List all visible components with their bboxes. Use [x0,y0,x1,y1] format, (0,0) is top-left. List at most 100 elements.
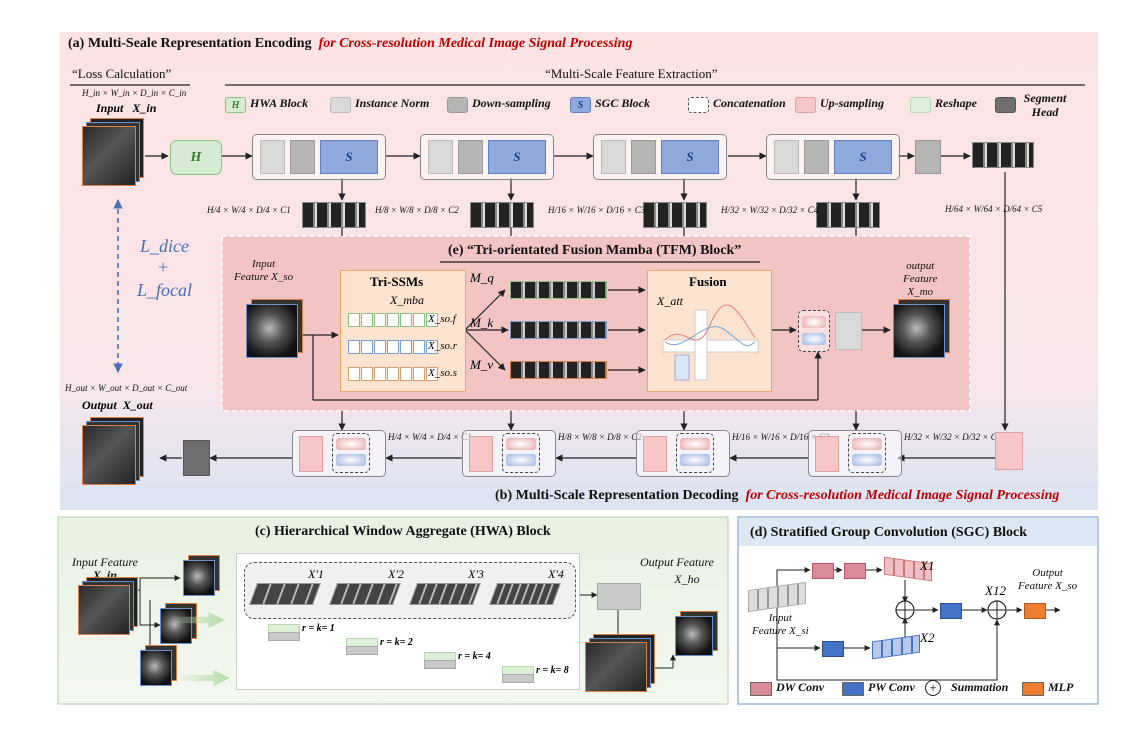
enc-sgc-3: S [661,140,719,174]
dec-upsample-4 [815,436,839,472]
hwa-branch-1 [183,560,215,596]
enc-down-4 [804,140,829,174]
enc-feature-1 [302,202,366,228]
enc-down-2 [458,140,483,174]
legend-swatch-7 [995,97,1016,113]
section-e-title: (e) “Tri-orientated Fusion Mamba (TFM) B… [448,243,742,258]
section-a-title: (a) Multi-Seale Representation Encoding … [68,36,633,51]
hwa-x-label-3: X'3 [468,567,484,581]
hwa-input-volume [78,585,130,635]
hwa-norm-4 [502,674,534,683]
enc-down-3 [631,140,656,174]
input-dims: H_in × W_in × D_in × C_in [82,88,187,98]
dec-concat-3 [676,433,714,473]
loss-dice: L_dice [140,236,189,256]
dec-dim-2: H/8 × W/8 × D/8 × C2 [558,432,642,442]
legend-swatch-2 [447,97,468,113]
loss-plus: + [158,257,169,277]
m-label-2: M_k [470,315,494,330]
legend-label-1: Instance Norm [355,96,430,110]
sgc-legend-swatch-2: + [925,680,941,696]
legend-swatch-1 [330,97,351,113]
dec-dim-1: H/4 × W/4 × D/4 × C1 [388,432,472,442]
x-mba-label: X_mba [390,293,424,307]
enc-sgc-4: S [834,140,892,174]
x-att-label: X_att [657,294,683,308]
sgc-x1-label: X1 [920,558,935,573]
sgc-legend-swatch-3 [1022,682,1044,696]
tfm-concat [798,310,830,352]
tri-ssms-title: Tri-SSMs [370,274,424,289]
m-feature-3 [510,361,607,379]
legend-label-2: Down-sampling [472,96,551,110]
enc-dim-5: H/64 × W/64 × D/64 × C5 [945,204,1043,214]
dec-concat-4 [848,433,886,473]
m-feature-1 [510,281,607,299]
legend-swatch-6 [910,97,931,113]
bottleneck-downsample [915,140,941,174]
sgc-x12-label: X12 [985,583,1006,598]
hwa-x-label-1: X'1 [308,567,324,581]
hwa-r-label-3: r = k= 4 [458,651,491,662]
ssm-row-2 [348,340,439,354]
output-dims: H_out × W_out × D_out × C_out [65,383,188,393]
sgc-pwconv-2 [940,603,962,619]
dec-concat-1 [332,433,370,473]
legend-label-5: Up-sampling [820,96,885,110]
hwa-block: H [170,140,222,175]
enc-down-1 [290,140,315,174]
output-label: Output X_out [82,398,153,412]
hwa-window-4 [488,583,562,605]
sgc-legend-label-2: Summation [951,680,1009,694]
bottleneck-feature [972,142,1034,168]
output-volume [82,425,136,485]
tfm-input-volume [246,304,298,358]
legend-label-6: Reshape [935,96,977,110]
enc-feature-2 [470,202,534,228]
enc-feature-3 [643,202,707,228]
legend-label-7: Segment Head [1023,91,1067,119]
loss-focal: L_focal [137,280,193,300]
dec-upsample-2 [469,436,493,472]
ssm-row-1 [348,313,439,327]
enc-dim-3: H/16 × W/16 × D/16 × C3 [548,205,646,215]
enc-norm-2 [428,140,453,174]
dec-upsample-3 [643,436,667,472]
bottleneck-upsample [995,432,1023,470]
enc-dim-2: H/8 × W/8 × D/8 × C2 [375,205,459,215]
fusion-graphic [662,304,759,381]
sgc-legend-label-3: MLP [1048,680,1074,694]
enc-dim-4: H/32 × W/32 × D/32 × C4 [721,205,819,215]
sgc-legend-swatch-0 [750,682,772,696]
hwa-output-volume [675,616,713,656]
section-b-title: (b) Multi-Scale Representation Decoding … [495,488,1060,503]
ssm-row-label-3: X_so.s [428,367,458,379]
ssm-row-label-2: X_so.r [428,340,458,352]
sgc-x2-label: X2 [920,630,935,645]
input-volume [82,126,136,186]
legend-label-0: HWA Block [250,96,309,110]
enc-sgc-1: S [320,140,378,174]
sgc-dwconv-2 [844,563,866,579]
hwa-norm-1 [268,632,300,641]
hwa-window-3 [408,583,482,605]
section-c-title: (c) Hierarchical Window Aggregate (HWA) … [255,524,551,539]
ssm-row-label-1: X_so.f [428,313,456,325]
hwa-reshape-block [597,583,641,610]
enc-norm-1 [260,140,285,174]
legend-label-3: SGC Block [595,96,651,110]
enc-dim-1: H/4 × W/4 × D/4 × C1 [207,205,291,215]
hwa-stack [585,642,647,692]
input-label: Input X_in [96,101,157,115]
hwa-norm-2 [346,646,378,655]
legend-swatch-0: H [225,97,246,113]
legend-swatch-5 [795,97,816,113]
dec-dim-3: H/16 × W/16 × D/16 × C3 [732,432,830,442]
sgc-pwconv-1 [822,641,844,657]
loss-header: “Loss Calculation” [72,66,172,81]
